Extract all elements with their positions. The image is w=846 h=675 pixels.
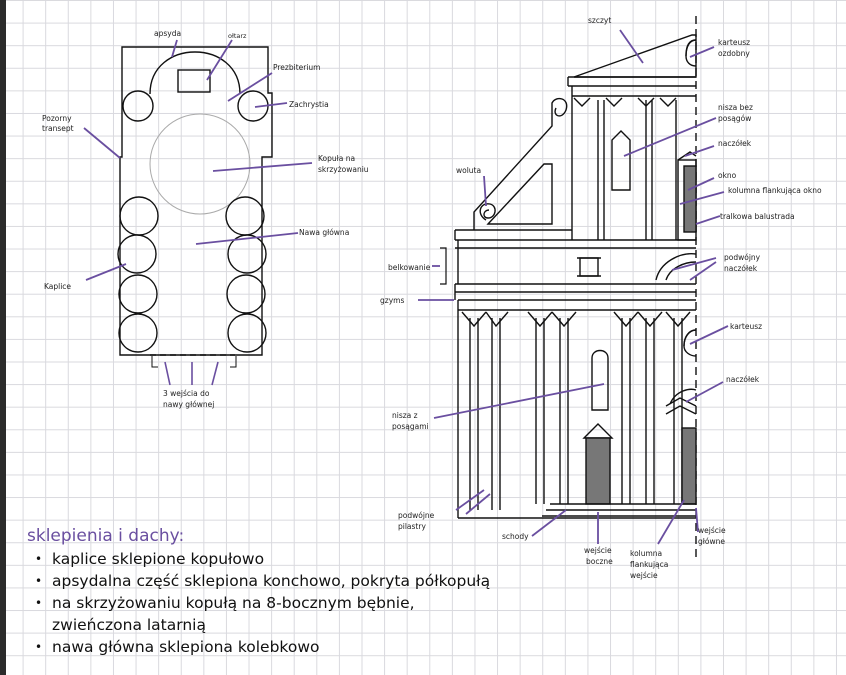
side-door (585, 437, 611, 505)
volute (473, 97, 568, 230)
label-oltarz: ołtarz (228, 32, 247, 40)
main-door (681, 427, 697, 505)
crossing-dome (149, 113, 251, 215)
label-prezbiterium: Prezbiterium (273, 63, 321, 72)
altar-rect (177, 69, 211, 93)
label-nawa-glowna: Nawa główna (299, 228, 349, 237)
floor-plan-labels: apsyda ołtarz Prezbiterium Zachrystia Po… (42, 29, 369, 409)
label-naczolek-low: naczółek (726, 375, 760, 384)
list-item-text: apsydalna część sklepiona konchowo, pokr… (52, 572, 491, 590)
label-kopula-1: Kopuła na (318, 154, 355, 163)
notes-section: sklepienia i dachy: • kaplice sklepione k… (22, 526, 722, 658)
label-kaplice: Kaplice (44, 282, 71, 291)
list-item-text: kaplice sklepione kopułowo (52, 550, 265, 568)
label-kolumna-okno: kolumna flankująca okno (728, 186, 822, 195)
label-wejscia-1: 3 wejścia do (163, 389, 210, 398)
label-kolumna-wejscie-1: kolumna (630, 549, 662, 558)
label-woluta: woluta (456, 166, 481, 175)
list-item-text: nawa główna sklepiona kolebkowo (52, 638, 320, 656)
label-tralkowa: tralkowa balustrada (720, 212, 795, 221)
label-transept: transept (42, 124, 74, 133)
window-dark (683, 165, 697, 233)
facade (418, 16, 729, 562)
left-edge-bar (0, 0, 6, 675)
label-karteusz-ozdobny-2: ozdobny (718, 49, 750, 58)
label-karteusz: karteusz (730, 322, 762, 331)
label-wejscie-boczne-2: boczne (586, 557, 613, 566)
floor-plan (83, 39, 313, 386)
bullet: • (35, 574, 43, 588)
label-podwojny-1: podwójny (724, 253, 761, 262)
label-belkowanie: belkowanie (388, 263, 431, 272)
label-wejscie-boczne-1: wejście (584, 546, 612, 555)
label-szczyt: szczyt (588, 16, 611, 25)
label-wejscie-glowne-2: główne (698, 537, 725, 546)
bullet: • (35, 552, 43, 566)
bullet: • (35, 640, 43, 654)
list-item: • nawa główna sklepiona kolebkowo (22, 636, 722, 658)
facade-labels: szczyt karteusz ozdobny nisza bez posągó… (380, 16, 822, 580)
list-item: • apsydalna część sklepiona konchowo, pok… (22, 570, 722, 592)
label-zachrystia: Zachrystia (289, 100, 329, 109)
label-nisza-bez-1: nisza bez (718, 103, 753, 112)
label-pilastry-2: pilastry (398, 522, 426, 531)
notes-list: • kaplice sklepione kopułowo • apsydalna c… (22, 548, 722, 658)
label-naczolek-top: naczółek (718, 139, 752, 148)
label-wejscia-2: nawy głównej (163, 400, 214, 409)
label-kolumna-wejscie-3: wejście (630, 571, 658, 580)
entablature-plaque (579, 257, 599, 277)
list-item-text: na skrzyżowaniu kopułą na 8-bocznym bębn… (52, 594, 415, 612)
list-item: • kaplice sklepione kopułowo (22, 548, 722, 570)
label-pozorny: Pozorny (42, 114, 72, 123)
pediment (573, 34, 697, 78)
list-item-continuation: zwieńczona latarnią (22, 614, 722, 636)
label-nisza-bez-2: posągów (718, 114, 751, 123)
plan-outline (119, 46, 273, 356)
list-item: • na skrzyżowaniu kopułą na 8-bocznym bęb… (22, 592, 722, 614)
lower-niche (591, 349, 609, 411)
label-gzyms: gzyms (380, 296, 404, 305)
side-door-pediment (582, 423, 614, 439)
lower-columns (461, 311, 691, 510)
label-wejscie-glowne-1: wejście (698, 526, 726, 535)
upper-niche (611, 130, 631, 191)
label-kopula-2: skrzyżowaniu (318, 165, 369, 174)
label-okno: okno (718, 171, 737, 180)
label-pilastry-1: podwójne (398, 511, 435, 520)
list-item-text: zwieńczona latarnią (52, 616, 206, 634)
label-podwojny-2: naczółek (724, 264, 758, 273)
apse-arch (149, 51, 241, 95)
label-nisza-z-2: posągami (392, 422, 429, 431)
bullet: • (35, 596, 43, 610)
label-nisza-z-1: nisza z (392, 411, 418, 420)
label-kolumna-wejscie-2: flankująca (630, 560, 668, 569)
label-schody: schody (502, 532, 529, 541)
label-karteusz-ozdobny-1: karteusz (718, 38, 750, 47)
label-apsyda: apsyda (154, 29, 181, 38)
notes-title: sklepienia i dachy: (27, 526, 185, 546)
